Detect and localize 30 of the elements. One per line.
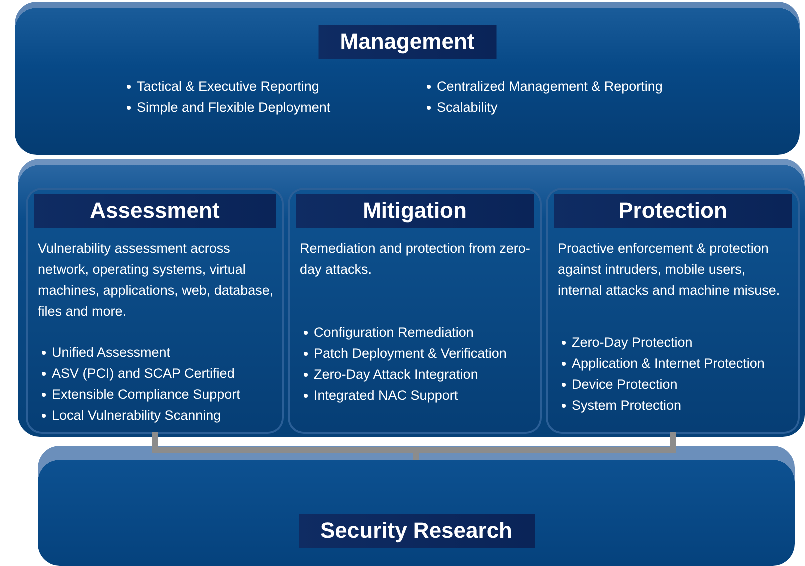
section-heading: Management — [318, 25, 497, 59]
bullet-item: Application & Internet Protection — [560, 353, 794, 374]
bullet-item: Zero-Day Attack Integration — [302, 364, 536, 385]
bullet-item: Patch Deployment & Verification — [302, 343, 536, 364]
panel-heading: Mitigation — [296, 194, 534, 228]
bullet-item: Integrated NAC Support — [302, 385, 536, 406]
bullet-item: Zero-Day Protection — [560, 332, 794, 353]
bullet-item: Device Protection — [560, 374, 794, 395]
section-heading: Security Research — [298, 514, 534, 548]
bullet-item: Centralized Management & Reporting — [425, 76, 725, 97]
module-panel — [28, 190, 282, 432]
description-text: Proactive enforcement & protection against intruders, mobile users, internal attacks and machine misuse. — [558, 240, 782, 300]
research-panel — [38, 460, 795, 566]
module-panel — [548, 190, 798, 432]
description-text: Vulnerability assessment across network, operating systems, virtual machines, applications, web, database, files and more. — [38, 240, 275, 321]
bullet-item: Scalability — [425, 97, 725, 118]
bullet-item: Extensible Compliance Support — [40, 384, 278, 405]
panel-heading: Protection — [554, 194, 792, 228]
bullet-item: Local Vulnerability Scanning — [40, 405, 278, 426]
bullet-item: Configuration Remediation — [302, 322, 536, 343]
platform-band — [18, 165, 805, 437]
bullet-item: ASV (PCI) and SCAP Certified — [40, 363, 278, 384]
bullet-item: Tactical & Executive Reporting — [125, 76, 425, 97]
module-panel — [290, 190, 540, 432]
panel-heading: Assessment — [34, 194, 276, 228]
bullet-item: Unified Assessment — [40, 342, 278, 363]
bullet-item: System Protection — [560, 395, 794, 416]
bullet-item: Simple and Flexible Deployment — [125, 97, 425, 118]
description-text: Remediation and protection from zero-day attacks. — [300, 240, 532, 279]
management-panel — [15, 8, 800, 155]
